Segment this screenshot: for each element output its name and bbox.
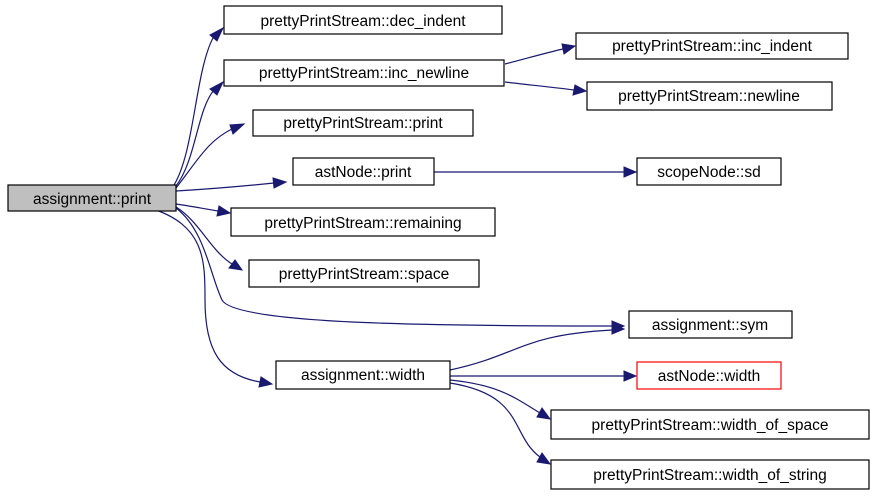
node-pps-print[interactable]: prettyPrintStream::print: [252, 109, 474, 137]
node-box: [575, 32, 849, 60]
node-label: prettyPrintStream::newline: [618, 88, 800, 105]
node-box: [550, 459, 870, 490]
node-label: prettyPrintStream::inc_indent: [612, 38, 813, 55]
node-label: assignment::print: [33, 191, 152, 208]
node-label: prettyPrintStream::width_of_space: [592, 417, 829, 434]
node-inc-indent[interactable]: prettyPrintStream::inc_indent: [575, 32, 849, 60]
node-box: [292, 157, 435, 186]
node-label: scopeNode::sd: [657, 164, 760, 181]
node-ast-width[interactable]: astNode::width: [636, 361, 782, 390]
node-box: [252, 109, 474, 137]
node-label: assignment::sym: [652, 317, 768, 334]
node-label: prettyPrintStream::dec_indent: [260, 13, 466, 30]
node-label: prettyPrintStream::inc_newline: [259, 65, 469, 82]
edge-root-width: [149, 207, 274, 388]
edge-root-remaining: [175, 203, 232, 217]
node-box: [223, 5, 503, 35]
node-remaining[interactable]: prettyPrintStream::remaining: [230, 207, 496, 237]
node-box: [230, 207, 496, 237]
node-ast-print[interactable]: astNode::print: [292, 157, 435, 186]
node-label: astNode::print: [315, 164, 412, 181]
node-sym[interactable]: assignment::sym: [628, 310, 793, 339]
edge-root-ast-print: [175, 177, 288, 192]
edge-width-width-of-string: [449, 382, 552, 465]
node-label: prettyPrintStream::print: [283, 115, 443, 132]
edge-root-pps-print: [175, 123, 246, 189]
node-box: [248, 259, 480, 288]
node-label: assignment::width: [301, 367, 425, 384]
node-box: [586, 81, 833, 111]
node-box: [636, 157, 782, 186]
node-assignment-print[interactable]: assignment::print: [7, 184, 177, 212]
node-dec-indent[interactable]: prettyPrintStream::dec_indent: [223, 5, 503, 35]
node-newline[interactable]: prettyPrintStream::newline: [586, 81, 833, 111]
node-width-of-string[interactable]: prettyPrintStream::width_of_string: [550, 459, 870, 490]
node-inc-newline[interactable]: prettyPrintStream::inc_newline: [223, 59, 505, 87]
node-box: [550, 409, 870, 440]
node-label: prettyPrintStream::space: [279, 266, 450, 283]
node-label: prettyPrintStream::width_of_string: [593, 467, 826, 484]
node-box: [275, 360, 451, 390]
edge-root-inc-newline: [175, 80, 225, 187]
node-space[interactable]: prettyPrintStream::space: [248, 259, 480, 288]
node-label: prettyPrintStream::remaining: [264, 215, 461, 232]
call-nodes: assignment::print prettyPrintStream::dec…: [7, 5, 870, 490]
node-box: [636, 361, 782, 390]
node-width[interactable]: assignment::width: [275, 360, 451, 390]
node-box: [628, 310, 793, 339]
node-label: astNode::width: [658, 368, 761, 385]
edge-inc-newline-inc-indent: [504, 43, 577, 65]
node-scope-sd[interactable]: scopeNode::sd: [636, 157, 782, 186]
edge-width-ast-width: [450, 370, 638, 382]
edge-root-dec-indent: [173, 26, 225, 186]
edge-root-space: [175, 206, 244, 271]
edge-width-sym: [449, 323, 626, 371]
edge-inc-newline-newline: [504, 81, 588, 96]
call-edges: [149, 26, 638, 465]
node-box: [223, 59, 505, 87]
node-box: [7, 184, 177, 212]
edge-width-width-of-space: [449, 379, 552, 420]
node-width-of-space[interactable]: prettyPrintStream::width_of_space: [550, 409, 870, 440]
edge-ast-print-scope-sd: [433, 166, 638, 178]
